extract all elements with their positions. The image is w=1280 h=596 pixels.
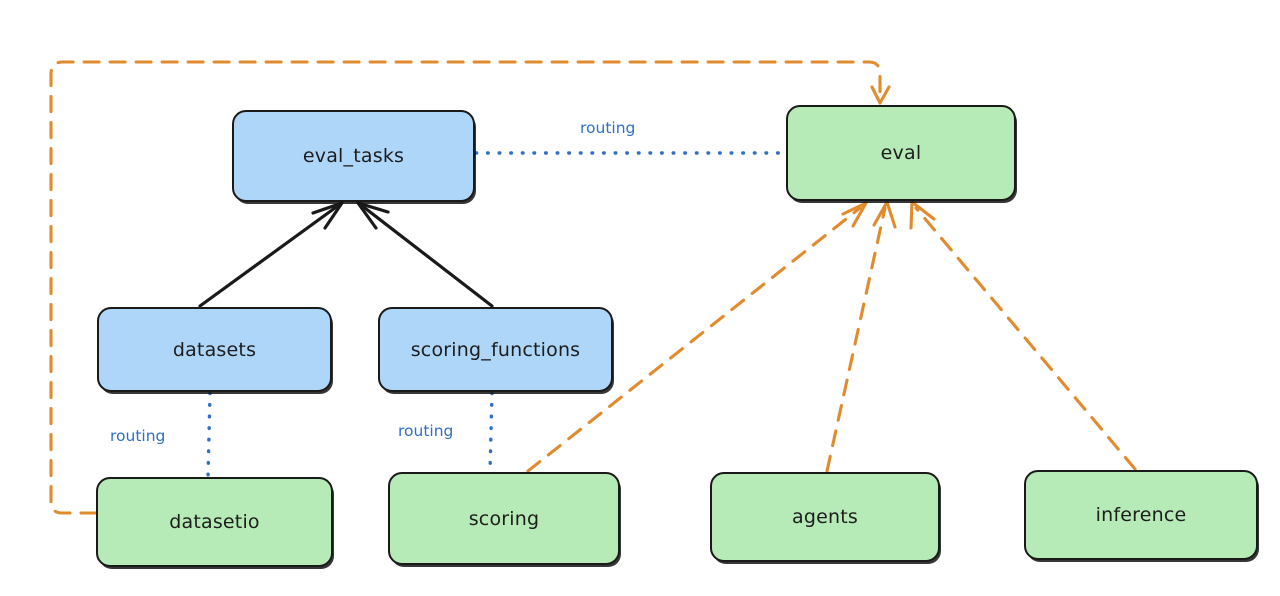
node-eval-tasks[interactable]: eval_tasks bbox=[232, 110, 475, 202]
node-label-inference: inference bbox=[1095, 504, 1187, 526]
node-label-datasetio: datasetio bbox=[169, 511, 260, 533]
node-label-agents: agents bbox=[792, 506, 858, 528]
edge-datasetio-to-eval bbox=[49, 60, 891, 515]
edge-datasets-to-datasetio bbox=[206, 391, 212, 479]
node-inference[interactable]: inference bbox=[1024, 470, 1258, 560]
node-scoring[interactable]: scoring bbox=[388, 472, 620, 565]
edge-datasets-to-eval_tasks bbox=[198, 201, 344, 308]
node-label-scoring: scoring bbox=[468, 507, 540, 530]
node-eval[interactable]: eval bbox=[786, 105, 1016, 201]
edge-agents-to-eval bbox=[825, 200, 897, 473]
node-label-eval-tasks: eval_tasks bbox=[302, 145, 405, 167]
node-label-eval: eval bbox=[880, 142, 922, 164]
edge-label-routing-scoring-functions-scoring: routing bbox=[398, 422, 454, 440]
edge-inference-to-eval bbox=[909, 200, 1137, 471]
node-agents[interactable]: agents bbox=[710, 472, 940, 562]
edge-scoring_functions-to-scoring bbox=[488, 391, 494, 474]
edge-scoring-to-eval bbox=[526, 201, 868, 473]
node-datasets[interactable]: datasets bbox=[97, 307, 332, 392]
edge-label-routing-datasets-datasetio: routing bbox=[110, 427, 166, 445]
node-scoring-functions[interactable]: scoring_functions bbox=[378, 307, 613, 392]
node-label-datasets: datasets bbox=[172, 338, 257, 361]
node-datasetio[interactable]: datasetio bbox=[96, 477, 333, 567]
edge-label-routing-eval-tasks-eval: routing bbox=[580, 119, 636, 137]
edge-scoring_functions-to-eval_tasks bbox=[356, 201, 494, 308]
node-label-scoring-functions: scoring_functions bbox=[410, 338, 581, 361]
